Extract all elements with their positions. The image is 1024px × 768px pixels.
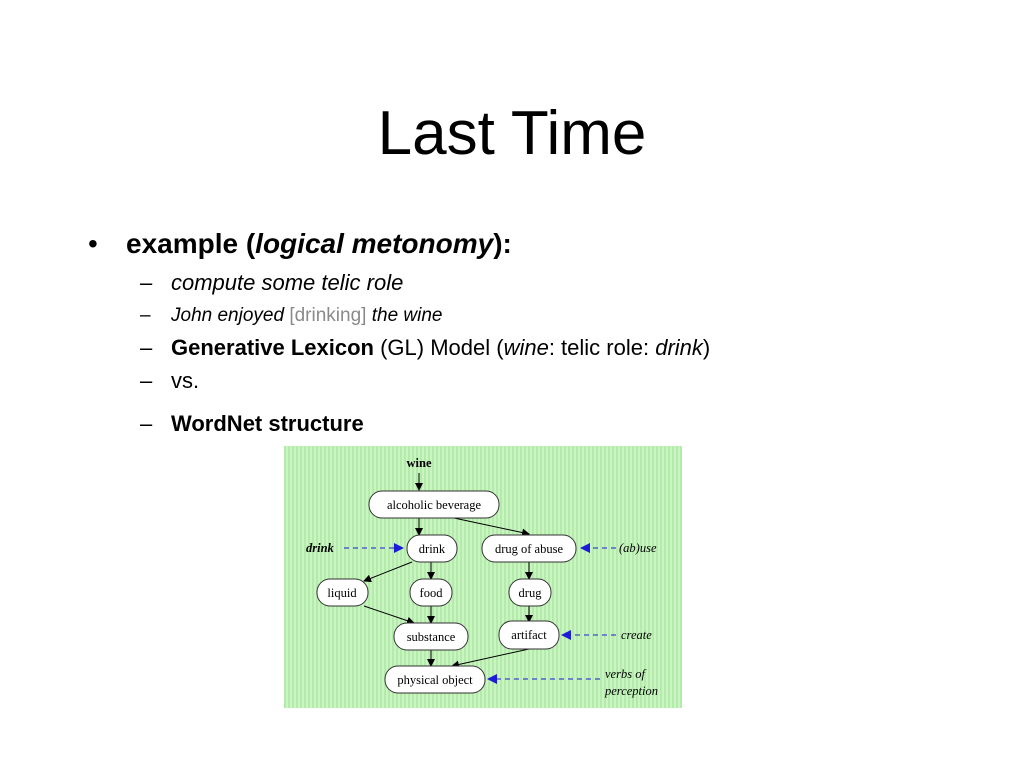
dash: – [140,411,153,436]
slide-title: Last Time [377,99,647,168]
example-sentence-end: the wine [371,305,443,326]
diagram-background [284,446,682,708]
node-food: food [409,578,453,607]
node-substance: substance [393,622,469,651]
sub-item-text: compute some telic role [171,270,404,295]
bullet-emphasis: logical metonomy [255,228,494,259]
edge-drink-liquid [363,561,413,583]
node-label: alcoholic beverage [387,498,481,512]
node-drug-of-abuse: drug of abuse [481,534,577,563]
node-liquid: liquid [316,578,369,607]
gl-wine: wine [503,335,549,360]
dash: – [140,305,151,326]
wordnet-label: WordNet structure [171,411,364,436]
example-bracket: [drinking] [289,305,367,326]
node-label: drink [419,542,446,556]
node-label: artifact [511,628,547,642]
dash: – [140,335,153,360]
label-create: create [621,628,652,642]
example-sentence-start: John enjoyed [171,305,285,326]
edge-liquid-substance [363,605,415,625]
diagram-edges [363,473,533,669]
node-label: drug [519,586,543,600]
node-alcoholic-beverage: alcoholic beverage [368,490,500,519]
node-label: substance [407,630,456,644]
node-label: physical object [397,673,473,687]
gl-text-2: : telic role: [548,335,656,360]
bullet-suffix: ): [493,228,512,259]
node-drug: drug [508,578,552,607]
vs-text: vs. [171,368,200,393]
edge-artifact-physical [451,648,530,669]
node-label: drug of abuse [495,542,563,556]
relation-arrows [344,543,616,684]
bullet-text: example (logical metonomy): [126,226,512,262]
wordnet-diagram: wine alcoholic beverage drink drug of ab… [284,446,682,708]
dash: – [140,368,153,393]
bullet-dot: • [88,228,98,259]
node-physical-object: physical object [384,665,486,694]
gl-text-1: (GL) Model ( [373,335,504,360]
label-verbs-of: verbs of [605,667,646,681]
gl-drink: drink [655,335,703,360]
node-artifact: artifact [498,620,560,650]
label-abuse: (ab)use [619,541,657,555]
node-label: liquid [327,586,357,600]
label-perception: perception [604,684,658,698]
bullet-prefix: example ( [126,228,256,259]
gl-bold: Generative Lexicon [171,335,374,360]
gl-text-3: ) [702,335,711,360]
node-label: food [420,586,444,600]
node-drink: drink [406,534,458,563]
dash: – [140,270,153,295]
node-wine: wine [407,456,432,470]
label-drink: drink [306,541,335,555]
edge-alcoholic-drug-of-abuse [453,517,530,537]
